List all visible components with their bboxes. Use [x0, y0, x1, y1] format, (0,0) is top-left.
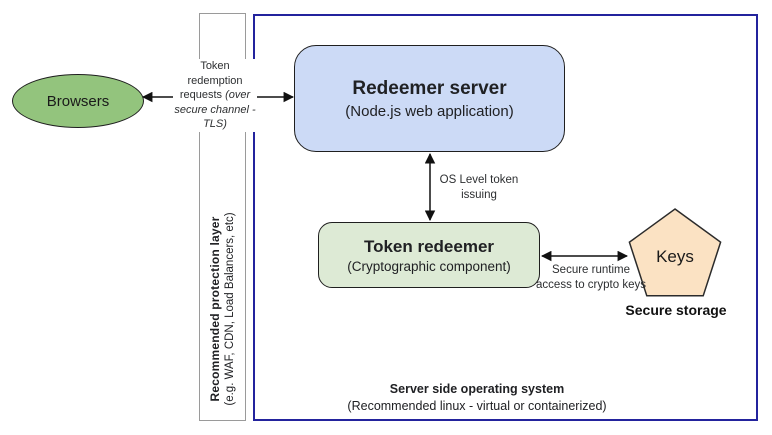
- os-boundary-box: [253, 14, 758, 421]
- arrow-label-token-redemption: Token redemption requests (over secure c…: [173, 59, 257, 132]
- protection-layer-subtitle: (e.g. WAF, CDN, Load Balancers, etc): [224, 212, 237, 406]
- protection-layer-label: Recommended protection layer (e.g. WAF, …: [204, 203, 242, 415]
- os-boundary-caption: Server side operating system (Recommende…: [327, 381, 627, 415]
- arrow-label-os-level: OS Level token issuing: [439, 174, 519, 202]
- os-boundary-subtitle: (Recommended linux - virtual or containe…: [347, 398, 607, 413]
- keys-label: Keys: [656, 247, 694, 266]
- token-redeemer-node: Token redeemer (Cryptographic component): [318, 222, 540, 288]
- token-redeemer-title: Token redeemer: [363, 236, 495, 256]
- token-redeemer-subtitle: (Cryptographic component): [347, 258, 511, 274]
- arrow-label-token-redemption-italic: (over secure channel - TLS): [174, 89, 256, 131]
- arrow-label-secure-runtime: Secure runtime access to crypto keys: [536, 264, 646, 292]
- arrow-label-token-redemption-normal: Token redemption requests: [179, 60, 243, 102]
- browsers-node: Browsers: [12, 74, 144, 128]
- redeemer-server-subtitle: (Node.js web application): [345, 102, 514, 120]
- browsers-label: Browsers: [46, 92, 110, 110]
- secure-storage-caption: Secure storage: [625, 302, 727, 318]
- redeemer-server-title: Redeemer server: [352, 77, 507, 99]
- os-boundary-title: Server side operating system: [389, 382, 565, 396]
- redeemer-server-node: Redeemer server (Node.js web application…: [294, 45, 565, 152]
- protection-layer-title: Recommended protection layer: [208, 216, 223, 402]
